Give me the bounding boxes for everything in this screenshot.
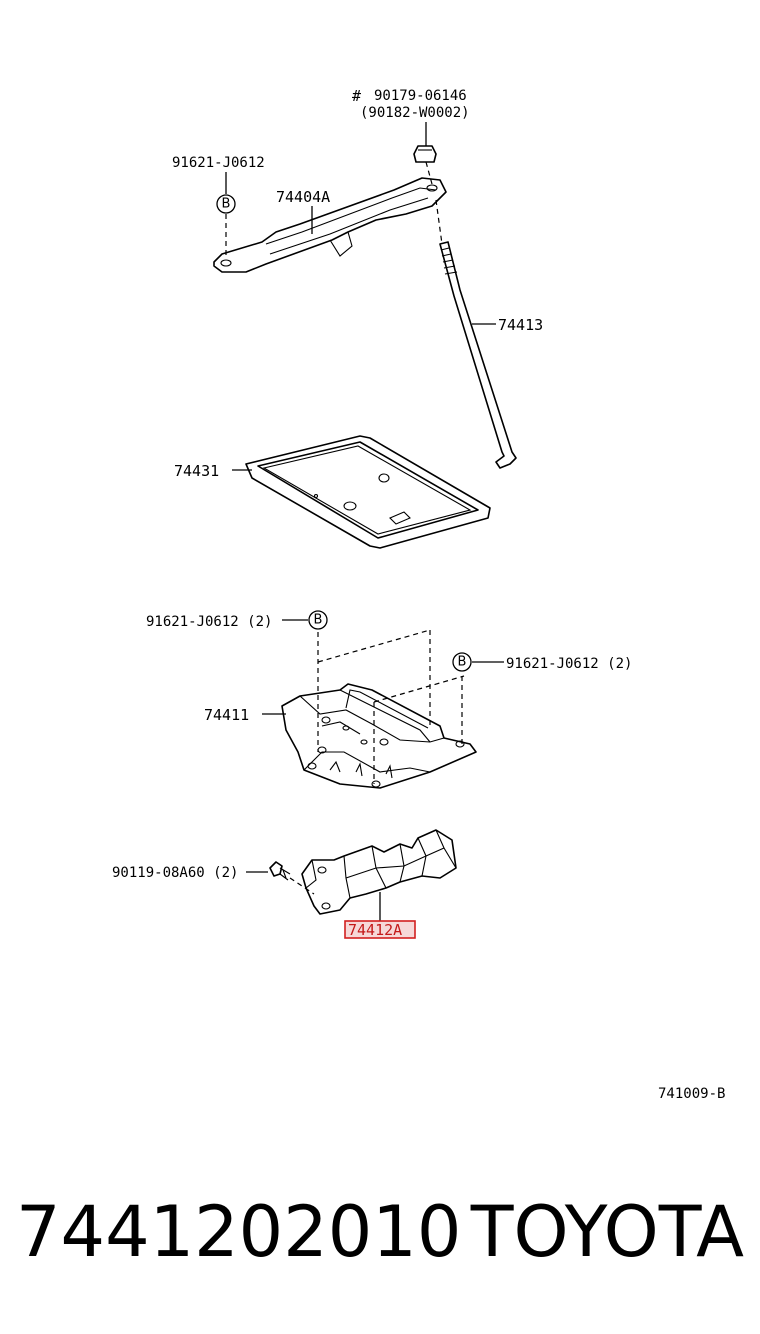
- leader-lines: [225, 122, 504, 922]
- svg-text:B: B: [222, 197, 231, 212]
- label-91621-j0612-2-left[interactable]: 91621-J0612 (2): [146, 614, 272, 630]
- circle-marker-b-1: B: [216, 194, 236, 214]
- diagram-ref-code: 741009-B: [658, 1086, 725, 1102]
- svg-text:B: B: [314, 613, 323, 628]
- label-74413[interactable]: 74413: [498, 316, 543, 334]
- rod-74413: [435, 199, 517, 469]
- label-74404a[interactable]: 74404A: [276, 188, 330, 206]
- label-90179-06146[interactable]: 90179-06146: [374, 88, 467, 104]
- nut-icon: [413, 145, 437, 185]
- label-74411[interactable]: 74411: [204, 706, 249, 724]
- svg-text:B: B: [458, 655, 467, 670]
- label-91621-j0612[interactable]: 91621-J0612: [172, 155, 265, 171]
- bolt-icon: [269, 861, 315, 895]
- circle-marker-b-3: B: [452, 652, 472, 672]
- label-hash: #: [352, 87, 361, 105]
- part-number: 7441202010: [16, 1191, 462, 1273]
- clamp-74404a: [213, 177, 447, 273]
- label-90182-w0002[interactable]: (90182-W0002): [360, 105, 470, 121]
- label-90119-08a60-2[interactable]: 90119-08A60 (2): [112, 865, 238, 881]
- circle-marker-b-2: B: [308, 610, 328, 630]
- label-74431[interactable]: 74431: [174, 462, 219, 480]
- carrier-74411: [281, 683, 477, 789]
- label-91621-j0612-2-right[interactable]: 91621-J0612 (2): [506, 656, 632, 672]
- brand-name: TOYOTA: [470, 1191, 744, 1273]
- label-74412a[interactable]: 74412A: [348, 921, 402, 939]
- tray-74431: [245, 435, 491, 549]
- footer: 7441202010 TOYOTA: [0, 1190, 760, 1280]
- highlight-box: [344, 920, 416, 939]
- carrier-bolt-paths: [317, 629, 465, 784]
- support-74412a: [301, 829, 457, 915]
